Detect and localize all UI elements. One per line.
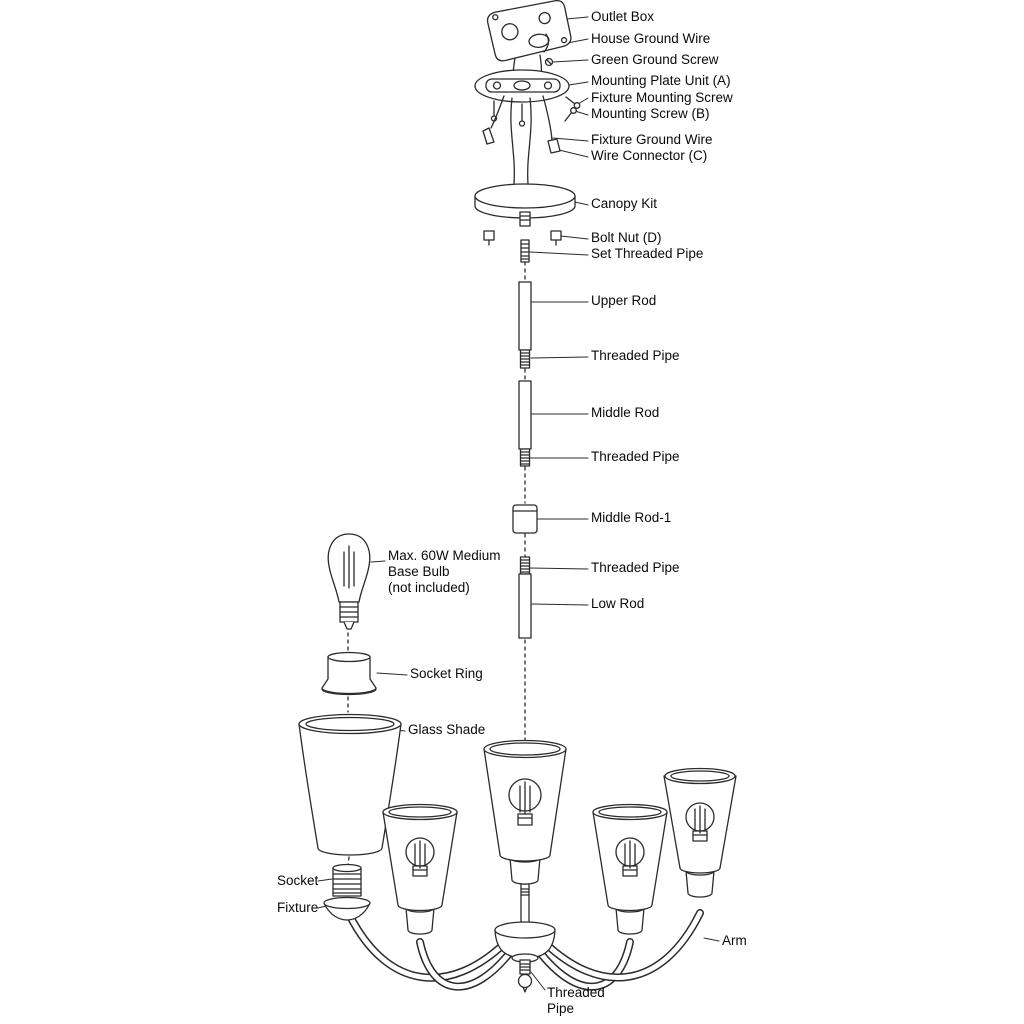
label-threaded-pipe-bottom: Threaded Pipe (547, 985, 605, 1016)
label-house-ground-wire: House Ground Wire (591, 31, 711, 46)
label-low-rod: Low Rod (591, 596, 645, 611)
label-socket: Socket (277, 873, 319, 888)
label-fixture: Fixture (277, 900, 319, 915)
hub-drawing (494, 921, 556, 993)
label-middle-rod: Middle Rod (591, 405, 660, 420)
fixture-wires-drawing (482, 95, 561, 185)
label-canopy-kit: Canopy Kit (591, 196, 658, 211)
bulb-note-line-2: Base Bulb (388, 564, 450, 579)
center-shade-drawing (483, 739, 567, 885)
fixture-cup-drawing (323, 896, 371, 921)
label-mounting-plate-unit-a: Mounting Plate Unit (A) (591, 73, 731, 88)
label-glass-shade: Glass Shade (408, 722, 486, 737)
label-bulb-note: Max. 60W Medium Base Bulb (not included) (388, 548, 501, 596)
bulb-note-line-3: (not included) (388, 580, 470, 595)
arm-shade-left-drawing (382, 803, 458, 935)
bulb-note-line-1: Max. 60W Medium (388, 548, 501, 563)
axis-dashed-lines (347, 261, 526, 867)
mounting-plate-drawing (474, 69, 581, 127)
outlet-box-drawing (486, 0, 572, 62)
glass-shade-drawing (298, 713, 402, 856)
middle-rod-1-drawing (512, 504, 538, 534)
label-wire-connector-c: Wire Connector (C) (591, 148, 708, 163)
arm-shade-right-drawing (592, 803, 668, 935)
label-mounting-screw-b: Mounting Screw (B) (591, 106, 710, 121)
leader-lines (317, 16, 720, 991)
bulb-drawing (327, 533, 371, 630)
label-green-ground-screw: Green Ground Screw (591, 52, 719, 67)
label-fixture-mounting-screw: Fixture Mounting Screw (591, 90, 733, 105)
label-threaded-pipe-1: Threaded Pipe (591, 348, 680, 363)
label-arm: Arm (722, 933, 747, 948)
chandelier-arms-drawing (346, 909, 704, 991)
arm-shade-far-right-drawing (663, 767, 737, 898)
label-set-threaded-pipe: Set Threaded Pipe (591, 246, 704, 261)
label-socket-ring: Socket Ring (410, 666, 483, 681)
label-fixture-ground-wire: Fixture Ground Wire (591, 132, 713, 147)
low-rod-drawing (518, 556, 532, 639)
upper-rod-drawing (518, 281, 532, 369)
socket-ring-drawing (321, 651, 377, 696)
label-outlet-box: Outlet Box (591, 9, 655, 24)
label-threaded-pipe-3: Threaded Pipe (591, 560, 680, 575)
canopy-drawing (474, 183, 576, 263)
label-upper-rod: Upper Rod (591, 293, 657, 308)
green-ground-screw-drawing (544, 57, 554, 67)
middle-rod-drawing (518, 380, 532, 467)
label-threaded-pipe-2: Threaded Pipe (591, 449, 680, 464)
label-bolt-nut-d: Bolt Nut (D) (591, 230, 662, 245)
label-middle-rod-1: Middle Rod-1 (591, 510, 672, 525)
socket-drawing (332, 863, 362, 897)
